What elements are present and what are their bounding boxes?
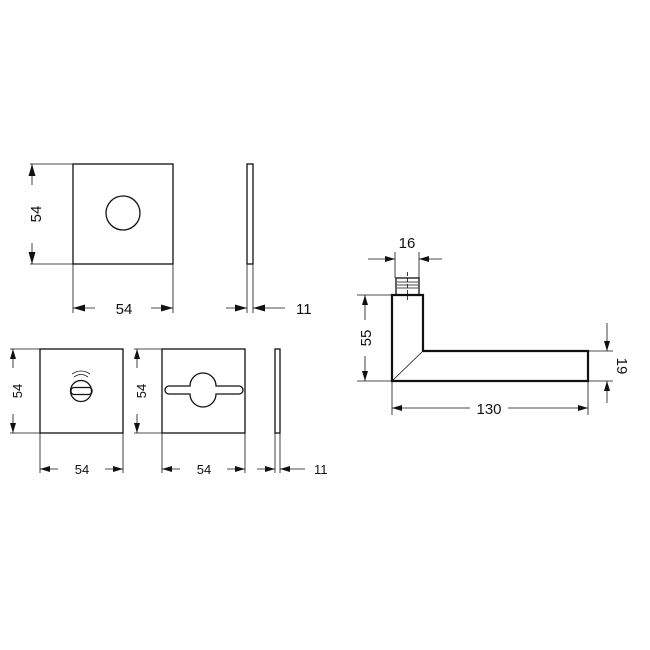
release-turn: [164, 372, 244, 408]
thumbturn-width-label: 54: [75, 462, 89, 477]
lever-height-label: 55: [358, 330, 375, 347]
spindle-width-dimension: 16: [368, 235, 442, 278]
lever-length-dimension: 130: [391, 381, 589, 418]
release-height-dimension: 54: [134, 348, 162, 434]
spindle-hole: [105, 195, 141, 231]
thumbturn-rose-front-view: [39, 348, 124, 434]
thumbturn-height-label: 54: [10, 384, 25, 398]
rosette-width-dimension: 54: [72, 264, 174, 318]
grip-height-dimension: 19: [588, 323, 630, 403]
thumbturn-width-dimension: 54: [39, 433, 124, 477]
rosette-width-label: 54: [116, 301, 133, 318]
rosette-height-label: 54: [28, 206, 45, 223]
rosette-thickness-label: 11: [296, 301, 312, 318]
release-side-view: 11: [257, 348, 328, 477]
release-width-dimension: 54: [161, 433, 246, 477]
rosette-plate: [72, 163, 174, 265]
grip-height-label: 19: [613, 358, 630, 375]
lever-length-label: 130: [476, 401, 501, 418]
rosette-front-view: [72, 163, 174, 265]
spindle-width-label: 16: [399, 235, 416, 252]
thumbturn-slot: [70, 386, 93, 396]
lever-height-dimension: 55: [357, 294, 392, 382]
lever-handle-side-view: [390, 272, 590, 383]
release-rose-front-view: [161, 348, 246, 434]
rosette-side-view: 11: [226, 163, 312, 318]
lever-outline: [390, 293, 590, 383]
thumbturn-height-dimension: 54: [10, 348, 40, 434]
release-width-label: 54: [197, 462, 211, 477]
release-thickness-label: 11: [314, 462, 328, 477]
release-height-label: 54: [134, 384, 149, 398]
rosette-height-dimension: 54: [28, 163, 73, 265]
turn-indicator-icon: [71, 370, 91, 375]
thumbturn-knob: [69, 379, 93, 403]
